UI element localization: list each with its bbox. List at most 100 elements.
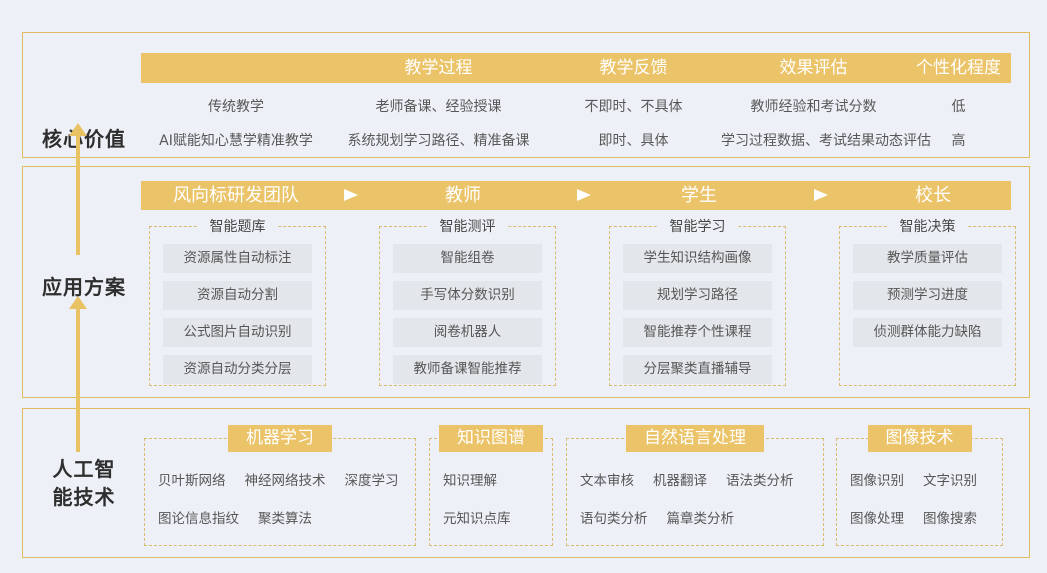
cell: 即时、具体 <box>598 133 669 149</box>
cell: 教师经验和考试分数 <box>750 99 877 115</box>
value-table: 教学过程 教学反馈 效果评估 个性化程度 传统教学 老师备课、经验授课 不即时、… <box>141 53 1011 151</box>
module-title: 智能学习 <box>657 217 738 237</box>
cell: 系统规划学习路径、精准备课 <box>347 133 530 149</box>
flow-role-student: 学生 <box>681 185 717 206</box>
flow-arrow-icon <box>577 189 591 201</box>
module-box-learning: 智能学习 学生知识结构画像 规划学习路径 智能推荐个性课程 分层聚类直播辅导 <box>609 217 786 386</box>
tech-keyword-row: 语句类分析 篇章类分析 <box>580 510 823 529</box>
tech-keyword: 深度学习 <box>344 473 399 489</box>
feature-item: 教师备课智能推荐 <box>393 355 542 384</box>
module-box-question-bank: 智能题库 资源属性自动标注 资源自动分割 公式图片自动识别 资源自动分类分层 <box>149 217 326 386</box>
module-title: 智能题库 <box>197 217 278 237</box>
tech-keyword: 篇章类分析 <box>666 511 735 527</box>
cell: 高 <box>951 133 966 149</box>
feature-item: 智能推荐个性课程 <box>623 318 772 347</box>
tech-keyword-row: 图论信息指纹 聚类算法 <box>158 510 415 529</box>
feature-item: 预测学习进度 <box>853 281 1002 310</box>
ai-technology-label-line1: 人工智 <box>52 457 116 481</box>
header-effect-evaluation: 效果评估 <box>779 58 848 78</box>
tech-keyword: 图论信息指纹 <box>158 511 239 527</box>
table-row-traditional: 传统教学 老师备课、经验授课 不即时、不具体 教师经验和考试分数 低 <box>141 97 1011 117</box>
ai-technology-label-line2: 能技术 <box>52 485 116 509</box>
flow-arrow-icon <box>344 189 358 201</box>
tech-keyword-row: 知识理解 <box>443 472 552 491</box>
header-spacer <box>141 53 331 83</box>
cell: 不即时、不具体 <box>584 99 683 115</box>
tech-keyword: 知识理解 <box>443 473 497 489</box>
module-title: 智能测评 <box>427 217 508 237</box>
flow-arrow-icon <box>814 189 828 201</box>
module-box-decision: 智能决策 教学质量评估 预测学习进度 侦测群体能力缺陷 <box>839 217 1016 386</box>
feature-item: 资源自动分割 <box>163 281 312 310</box>
tech-keyword-row: 贝叶斯网络 神经网络技术 深度学习 <box>158 472 415 491</box>
feature-item: 智能组卷 <box>393 244 542 273</box>
tech-keyword-row: 文本审核 机器翻译 语法类分析 <box>580 472 823 491</box>
tech-keyword-row: 元知识点库 <box>443 510 552 529</box>
cell: 老师备课、经验授课 <box>375 99 502 115</box>
tech-box-knowledge-graph: 知识图谱 知识理解 元知识点库 <box>429 425 553 546</box>
feature-item: 手写体分数识别 <box>393 281 542 310</box>
module-items: 学生知识结构画像 规划学习路径 智能推荐个性课程 分层聚类直播辅导 <box>610 244 785 384</box>
table-row-ai-teaching: AI赋能知心慧学精准教学 系统规划学习路径、精准备课 即时、具体 学习过程数据、… <box>141 131 1011 151</box>
feature-item: 教学质量评估 <box>853 244 1002 273</box>
module-box-assessment: 智能测评 智能组卷 手写体分数识别 阅卷机器人 教师备课智能推荐 <box>379 217 556 386</box>
application-label: 应用方案 <box>42 275 126 299</box>
feature-item: 资源属性自动标注 <box>163 244 312 273</box>
up-arrow-shaft <box>76 308 80 452</box>
tech-keywords: 贝叶斯网络 神经网络技术 深度学习 图论信息指纹 聚类算法 <box>145 439 415 529</box>
tech-keyword: 图像识别 <box>850 473 904 489</box>
header-teaching-feedback: 教学反馈 <box>599 58 668 78</box>
tech-title: 知识图谱 <box>439 425 543 452</box>
tech-title: 图像技术 <box>867 425 972 452</box>
tech-keyword-row: 图像识别 文字识别 <box>850 472 1002 491</box>
tech-box-image-technology: 图像技术 图像识别 文字识别 图像处理 图像搜索 <box>836 425 1003 546</box>
feature-item: 阅卷机器人 <box>393 318 542 347</box>
role-flow-bar: 风向标研发团队 教师 学生 校长 <box>141 181 1011 210</box>
tech-title: 机器学习 <box>228 425 332 452</box>
flow-role-rd-team: 风向标研发团队 <box>173 185 299 206</box>
tech-keyword-row: 图像处理 图像搜索 <box>850 510 1002 529</box>
cell: 学习过程数据、考试结果动态评估 <box>721 133 931 149</box>
tech-keyword: 元知识点库 <box>443 511 511 527</box>
flow-role-teacher: 教师 <box>445 185 481 206</box>
tech-keyword: 机器翻译 <box>653 473 707 489</box>
module-items: 智能组卷 手写体分数识别 阅卷机器人 教师备课智能推荐 <box>380 244 555 384</box>
module-title: 智能决策 <box>887 217 968 237</box>
row-name: 传统教学 <box>208 99 264 115</box>
tech-keywords: 知识理解 元知识点库 <box>430 439 552 529</box>
tech-keyword: 图像搜索 <box>923 511 977 527</box>
feature-item: 侦测群体能力缺陷 <box>853 318 1002 347</box>
up-arrow-icon <box>69 123 87 136</box>
header-personalization: 个性化程度 <box>916 58 1001 78</box>
cell: 低 <box>951 99 966 115</box>
tech-keyword: 文本审核 <box>580 473 634 489</box>
up-arrow-icon <box>69 296 87 309</box>
section-application: 应用方案 风向标研发团队 教师 学生 校长 智能题库 资源属性自动标注 资源自动… <box>22 166 1030 398</box>
tech-keyword: 语句类分析 <box>580 511 648 527</box>
tech-box-machine-learning: 机器学习 贝叶斯网络 神经网络技术 深度学习 图论信息指纹 聚类算法 <box>144 425 416 546</box>
ai-technology-label: 人工智 能技术 <box>29 455 139 511</box>
feature-item: 公式图片自动识别 <box>163 318 312 347</box>
feature-item: 资源自动分类分层 <box>163 355 312 384</box>
up-arrow-shaft <box>76 135 80 255</box>
tech-keyword: 贝叶斯网络 <box>158 473 226 489</box>
feature-item: 分层聚类直播辅导 <box>623 355 772 384</box>
value-table-header: 教学过程 教学反馈 效果评估 个性化程度 <box>141 53 1011 83</box>
tech-keywords: 图像识别 文字识别 图像处理 图像搜索 <box>837 439 1002 529</box>
header-teaching-process: 教学过程 <box>404 58 473 78</box>
module-items: 资源属性自动标注 资源自动分割 公式图片自动识别 资源自动分类分层 <box>150 244 325 384</box>
tech-keyword: 聚类算法 <box>258 511 312 527</box>
tech-box-nlp: 自然语言处理 文本审核 机器翻译 语法类分析 语句类分析 篇章类分析 <box>566 425 824 546</box>
section-ai-technology: 人工智 能技术 机器学习 贝叶斯网络 神经网络技术 深度学习 图论信息指纹 聚类… <box>22 408 1030 558</box>
feature-item: 规划学习路径 <box>623 281 772 310</box>
row-name: AI赋能知心慧学精准教学 <box>159 133 313 149</box>
tech-keyword: 语法类分析 <box>726 473 794 489</box>
module-items: 教学质量评估 预测学习进度 侦测群体能力缺陷 <box>840 244 1015 347</box>
feature-item: 学生知识结构画像 <box>623 244 772 273</box>
section-core-value: 核心价值 教学过程 教学反馈 效果评估 个性化程度 传统教学 老师备课、经验授课… <box>22 32 1030 158</box>
tech-keyword: 神经网络技术 <box>244 473 326 489</box>
flow-role-principal: 校长 <box>915 185 951 206</box>
tech-keywords: 文本审核 机器翻译 语法类分析 语句类分析 篇章类分析 <box>567 439 823 529</box>
tech-title: 自然语言处理 <box>626 425 764 452</box>
